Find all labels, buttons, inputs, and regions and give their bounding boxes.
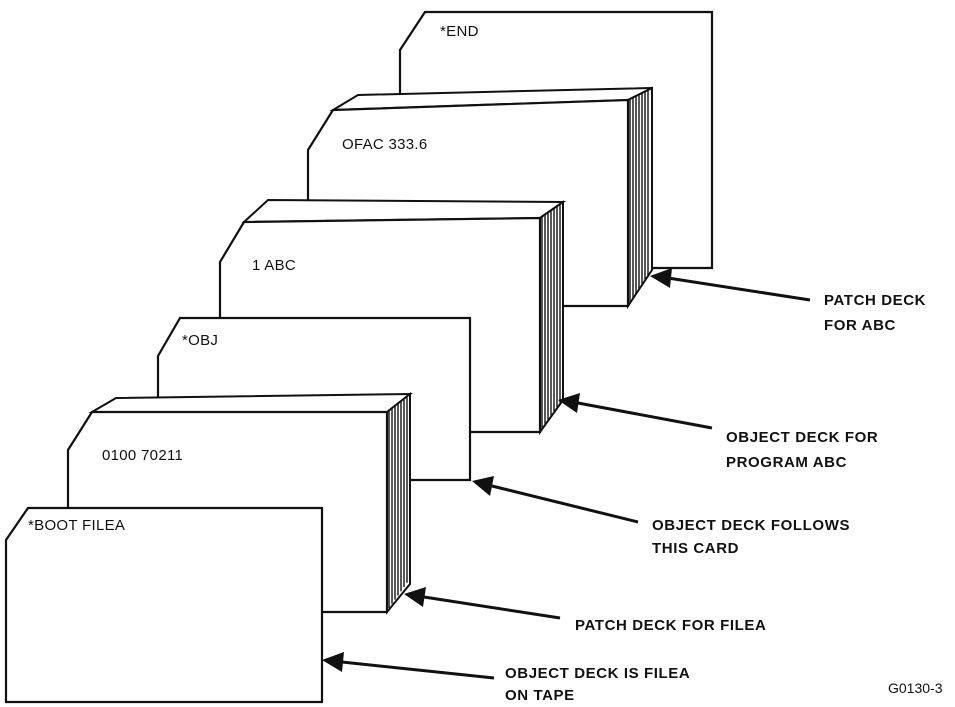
arrow-patch-filea (404, 587, 560, 618)
label-patch-abc-line1: PATCH DECK (824, 292, 926, 309)
label-object-abc-line1: OBJECT DECK FOR (726, 429, 878, 446)
label-patch-filea-line1: PATCH DECK FOR FILEA (575, 617, 766, 634)
boot-card: *BOOT FILEA (6, 508, 322, 702)
arrow-object-filea (322, 652, 494, 678)
label-patch-filea: PATCH DECK FOR FILEA (575, 617, 766, 634)
figure-id: G0130-3 (888, 680, 943, 696)
label-object-filea: OBJECT DECK IS FILEA ON TAPE (505, 665, 690, 704)
label-object-abc-line2: PROGRAM ABC (726, 454, 847, 471)
label-object-follows-line2: THIS CARD (652, 540, 739, 557)
arrow-patch-abc (650, 268, 810, 300)
arrow-object-follows (472, 476, 638, 522)
label-object-abc: OBJECT DECK FOR PROGRAM ABC (726, 429, 878, 471)
label-object-follows: OBJECT DECK FOLLOWS THIS CARD (652, 517, 850, 557)
patch-filea-deck-text: 0100 70211 (102, 447, 183, 464)
arrow-object-abc (558, 393, 712, 428)
label-object-follows-line1: OBJECT DECK FOLLOWS (652, 517, 850, 534)
label-patch-abc: PATCH DECK FOR ABC (824, 292, 926, 334)
end-card-text: *END (440, 23, 479, 40)
label-object-filea-line2: ON TAPE (505, 687, 575, 704)
label-object-filea-line1: OBJECT DECK IS FILEA (505, 665, 690, 682)
boot-card-text: *BOOT FILEA (28, 517, 125, 534)
obj-card-text: *OBJ (182, 332, 218, 349)
label-patch-abc-line2: FOR ABC (824, 317, 896, 334)
object-abc-deck-text: 1 ABC (252, 257, 296, 274)
patch-abc-deck-text: OFAC 333.6 (342, 136, 428, 153)
